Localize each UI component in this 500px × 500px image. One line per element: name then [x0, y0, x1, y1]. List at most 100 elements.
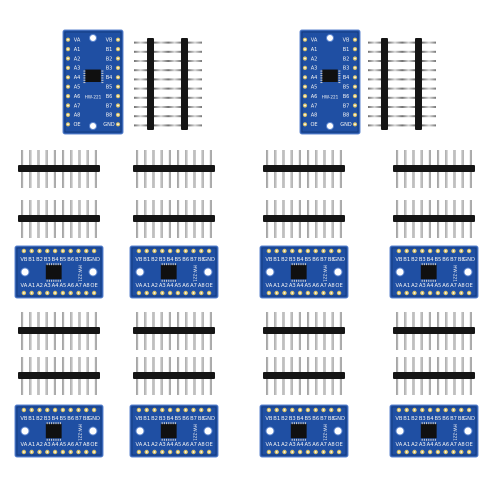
silkscreen-label: B8 [458, 257, 465, 263]
silkscreen-label: A6 [67, 442, 74, 448]
silkscreen-label: A4 [52, 442, 60, 448]
silkscreen-label: VB [135, 257, 143, 263]
silkscreen-label: A5 [174, 283, 181, 289]
silkscreen-label: A1 [273, 283, 280, 289]
pin-header-icon [133, 312, 215, 350]
silkscreen-label: A1 [403, 283, 410, 289]
silkscreen-label: A6 [74, 94, 81, 100]
silkscreen-label: B7 [190, 257, 197, 263]
silkscreen-label: A5 [304, 283, 311, 289]
silkscreen-label: B2 [411, 416, 418, 422]
silkscreen-label: A8 [198, 283, 205, 289]
silkscreen-label: B3 [419, 257, 426, 263]
pin-header-icon [18, 312, 100, 350]
silkscreen-label: B4 [106, 75, 113, 81]
silkscreen-label: B6 [312, 257, 319, 263]
silkscreen-label: OE [90, 283, 97, 289]
silkscreen-label: B5 [59, 416, 66, 422]
silkscreen-label: GND [203, 257, 215, 263]
pin-header-icon [263, 200, 345, 238]
silkscreen-label: B3 [106, 66, 113, 72]
silkscreen-label: A8 [198, 442, 205, 448]
silkscreen-label: B1 [143, 257, 150, 263]
silkscreen-label: B7 [450, 257, 457, 263]
silkscreen-label: A6 [442, 283, 449, 289]
silkscreen-label: A7 [190, 283, 197, 289]
silkscreen-label: A8 [74, 113, 81, 119]
silkscreen-label: B6 [442, 416, 449, 422]
silkscreen-label: VB [135, 416, 143, 422]
silkscreen-label: B1 [106, 47, 113, 53]
circuit-board-icon: VBVAB1A1B2A2B3A3B4A4B5A5B6A6B7A7B8A8GNDO… [389, 245, 479, 299]
silkscreen-label: B5 [434, 257, 441, 263]
silkscreen-label: VB [20, 257, 28, 263]
silkscreen-label: A6 [442, 442, 449, 448]
silkscreen-label: A5 [434, 283, 441, 289]
silkscreen-label: A4 [427, 283, 435, 289]
silkscreen-label: A7 [75, 442, 82, 448]
silkscreen-label: GND [333, 257, 345, 263]
silkscreen-label: A8 [311, 113, 318, 119]
model-label: HW-221 [322, 95, 339, 100]
silkscreen-label: A3 [419, 283, 426, 289]
silkscreen-label: VA [396, 442, 403, 448]
silkscreen-label: B4 [52, 257, 60, 263]
silkscreen-label: OE [310, 122, 317, 128]
silkscreen-label: B5 [304, 416, 311, 422]
silkscreen-label: VB [265, 257, 273, 263]
silkscreen-label: B5 [434, 416, 441, 422]
silkscreen-label: A2 [36, 283, 43, 289]
pin-header-icon [393, 312, 475, 350]
silkscreen-label: B1 [273, 416, 280, 422]
silkscreen-label: B1 [28, 257, 35, 263]
silkscreen-label: B8 [328, 416, 335, 422]
silkscreen-label: B8 [106, 113, 113, 119]
silkscreen-label: A7 [311, 103, 318, 109]
silkscreen-label: OE [205, 283, 212, 289]
pin-header-icon [168, 38, 202, 130]
pin-header-icon [393, 200, 475, 238]
circuit-board-icon: VBVAB1A1B2A2B3A3B4A4B5A5B6A6B7A7B8A8GNDO… [14, 404, 104, 458]
silkscreen-label: B8 [198, 257, 205, 263]
silkscreen-label: A1 [143, 442, 150, 448]
silkscreen-label: A1 [311, 47, 318, 53]
silkscreen-label: B6 [182, 416, 189, 422]
silkscreen-label: A8 [328, 283, 335, 289]
silkscreen-label: A3 [159, 442, 166, 448]
silkscreen-label: B3 [289, 416, 296, 422]
silkscreen-label: VA [396, 283, 403, 289]
silkscreen-label: VB [20, 416, 28, 422]
silkscreen-label: B7 [343, 103, 350, 109]
silkscreen-label: A8 [458, 442, 465, 448]
silkscreen-label: A3 [289, 283, 296, 289]
silkscreen-label: B5 [343, 85, 350, 91]
silkscreen-label: A1 [273, 442, 280, 448]
silkscreen-label: B4 [297, 257, 305, 263]
silkscreen-label: OE [90, 442, 97, 448]
silkscreen-label: A7 [74, 103, 81, 109]
circuit-board-icon: VBVAB1A1B2A2B3A3B4A4B5A5B6A6B7A7B8A8GNDO… [389, 404, 479, 458]
pin-header-icon [18, 150, 100, 188]
silkscreen-label: A4 [74, 75, 81, 81]
silkscreen-label: A4 [427, 442, 435, 448]
silkscreen-label: A3 [44, 442, 51, 448]
pin-header-icon [263, 312, 345, 350]
model-label: HW-221 [77, 265, 82, 282]
silkscreen-label: B6 [442, 257, 449, 263]
silkscreen-label: A5 [304, 442, 311, 448]
silkscreen-label: VA [311, 38, 318, 44]
silkscreen-label: B8 [83, 416, 90, 422]
silkscreen-label: B5 [106, 85, 113, 91]
silkscreen-label: A7 [320, 283, 327, 289]
board-grid: VBVAB1A1B2A2B3A3B4A4B5A5B6A6B7A7B8A8GNDO… [14, 150, 479, 458]
silkscreen-label: B7 [75, 257, 82, 263]
silkscreen-label: VA [21, 442, 28, 448]
silkscreen-label: A7 [75, 283, 82, 289]
silkscreen-label: A5 [59, 283, 66, 289]
pin-header-icon [18, 357, 100, 395]
silkscreen-label: B2 [281, 257, 288, 263]
model-label: HW-221 [85, 95, 102, 100]
